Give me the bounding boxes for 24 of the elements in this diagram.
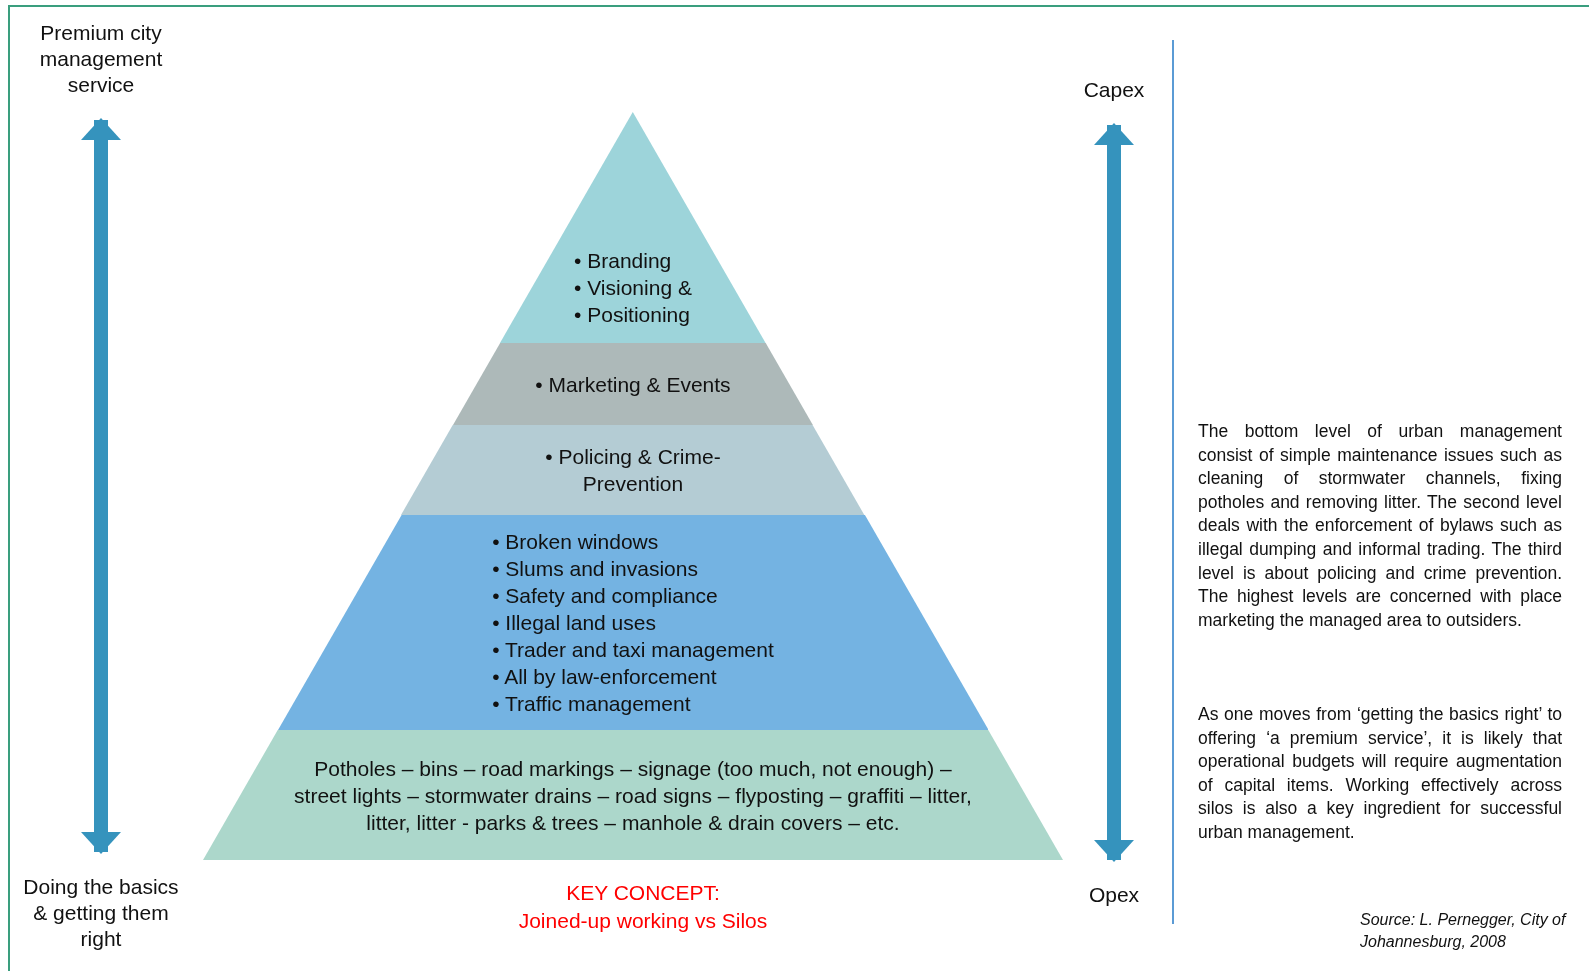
tier-text: • Marketing & Events	[535, 371, 731, 398]
bullet-item: • Trader and taxi management	[492, 637, 774, 663]
bullet-item: • Positioning	[574, 302, 690, 328]
bullet-item: • Slums and invasions	[492, 556, 698, 582]
bullet-item: • All by law-enforcement	[492, 664, 717, 690]
bullet-item: • Branding	[574, 248, 672, 274]
bullet-item: • Broken windows	[492, 529, 659, 555]
axis-end-label: Capex	[1064, 77, 1164, 103]
description-paragraph: The bottom level of urban management consist of simple maintenance issues such as cleaning of stormwater channels, fixing potholes and removing litter. The second level deals with the enforcement of bylaws such as illegal dumping and informal trading. The third level is about policing and crime prevention. The highest levels are concerned with place marketing the managed area to outsiders.	[1198, 420, 1562, 632]
bullet-item: • Traffic management	[492, 691, 691, 717]
double-headed-arrow	[81, 118, 121, 854]
double-headed-arrow	[1094, 123, 1134, 862]
key-concept-heading: KEY CONCEPT:	[565, 880, 721, 906]
description-paragraph: As one moves from ‘getting the basics right’ to offering ‘a premium service’, it is likely that operational budgets will require augmentation of capital items. Working effectively across silos is also a key ingredient for successful urban management.	[1198, 703, 1562, 844]
axis-end-label: Premium city management service	[20, 20, 182, 98]
axis-end-label: Doing the basics & getting them right	[15, 874, 187, 952]
tier-text: • Policing & Crime-Prevention	[544, 444, 722, 497]
bullet-item: • Illegal land uses	[492, 610, 656, 636]
key-concept-text: Joined-up working vs Silos	[517, 908, 769, 934]
source-note: Source: L. Pernegger, City of Johannesburg, 2008	[1360, 910, 1568, 952]
bullet-item: • Visioning &	[574, 275, 692, 301]
axis-end-label: Opex	[1064, 882, 1164, 908]
bullet-item: • Safety and compliance	[492, 583, 718, 609]
tier-text: Potholes – bins – road markings – signage (too much, not enough) – street lights – stormwater drains – road signs – flyposting – graffiti – litter, litter, litter - parks & trees – manhole & drain covers – etc.	[293, 755, 973, 836]
